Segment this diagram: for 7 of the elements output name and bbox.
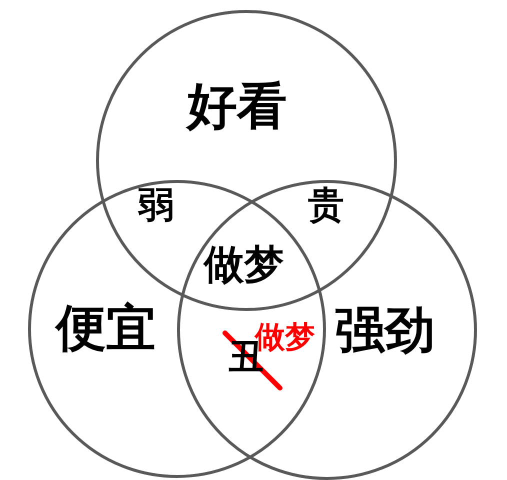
set-label: 强劲 — [335, 305, 435, 355]
region-label: 贵 — [308, 188, 344, 224]
set-label: 好看 — [187, 81, 287, 131]
venn-circle — [177, 180, 477, 480]
set-label: 便宜 — [56, 303, 156, 353]
region-label: 弱 — [138, 188, 174, 224]
region-label: 做梦 — [204, 245, 284, 285]
